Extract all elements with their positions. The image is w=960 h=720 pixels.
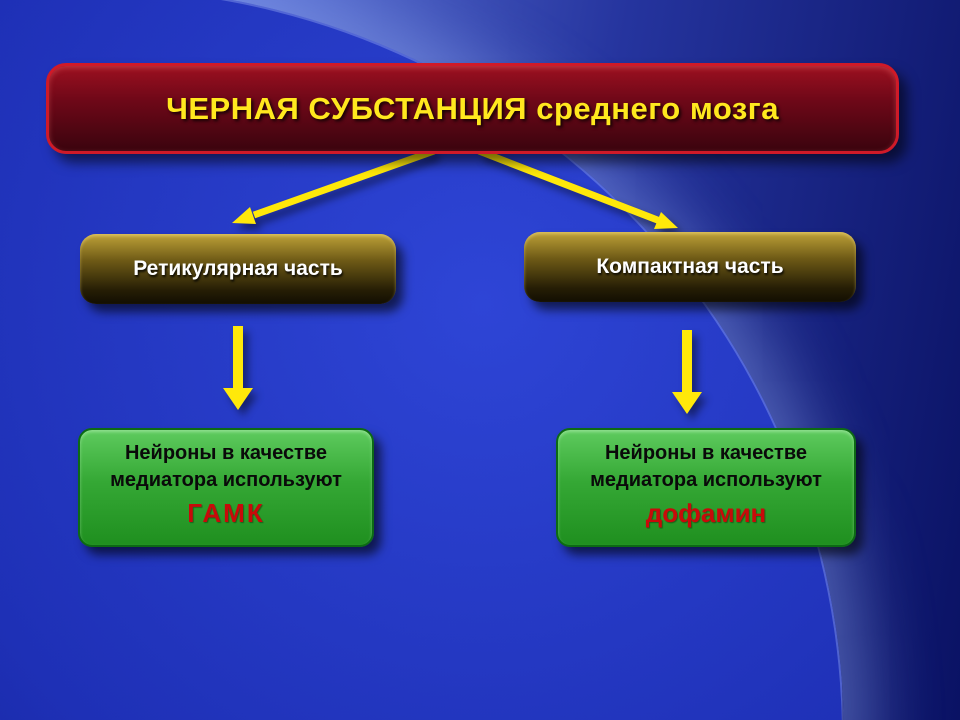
- slide-title: ЧЕРНАЯ СУБСТАНЦИЯ среднего мозга: [166, 91, 779, 127]
- node-label: Компактная часть: [596, 255, 784, 278]
- card-mediator-name: дофамин: [645, 498, 767, 528]
- title-suffix: среднего мозга: [527, 90, 779, 126]
- card-mediator-name: ГАМК: [187, 498, 265, 528]
- card-line-2: медиатора используют: [110, 469, 342, 491]
- card-line-1: Нейроны в качестве: [124, 442, 328, 464]
- card-line-2: медиатора используют: [590, 469, 822, 491]
- title-main: ЧЕРНАЯ СУБСТАНЦИЯ: [166, 90, 528, 126]
- card-gaba-neurons: Нейроны в качестве медиатора используют …: [78, 428, 374, 547]
- card-dopamine-neurons: Нейроны в качестве медиатора используют …: [556, 428, 856, 547]
- node-compact-part: Компактная часть: [524, 232, 856, 302]
- arrow-head: [654, 212, 678, 229]
- node-label: Ретикулярная часть: [133, 257, 343, 280]
- node-reticular-part: Ретикулярная часть: [80, 234, 396, 304]
- card-line-1: Нейроны в качестве: [604, 442, 808, 464]
- title-box: ЧЕРНАЯ СУБСТАНЦИЯ среднего мозга: [46, 63, 899, 154]
